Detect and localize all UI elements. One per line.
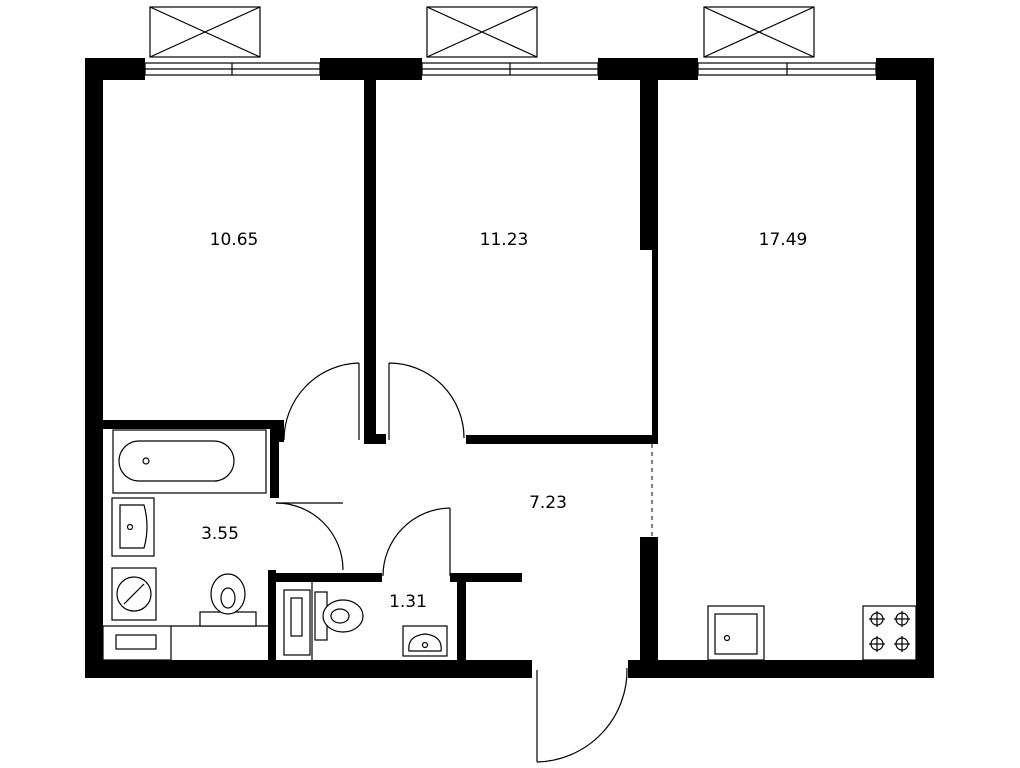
toilet-2-icon [314,591,364,641]
balcony-middle [426,6,538,58]
balcony-right [703,6,815,58]
door-entrance [536,667,628,763]
outer-walls [85,58,934,678]
washing-machine-icon [111,567,157,621]
stove-icon [862,605,917,661]
room-area-toilet: 1.31 [389,592,427,612]
door-bathroom [275,502,344,571]
bathtub-icon [112,429,267,494]
room-area-hall: 7.23 [529,493,567,513]
window-left [144,62,321,76]
window-right [697,62,877,76]
interior-walls [103,80,658,665]
window-middle [421,62,599,76]
door-left-bedroom [283,362,360,441]
sink-icon [111,497,155,557]
water-heater-icon [102,625,172,661]
room-area-bedroom-left: 10.65 [210,230,259,250]
balcony-left [149,6,261,58]
kitchen-sink-icon [707,605,765,661]
room-area-kitchen-living: 17.49 [759,230,808,250]
sink-2-icon [402,625,448,657]
toilet-icon [199,573,257,627]
door-toilet [382,507,451,577]
room-area-bedroom-middle: 11.23 [480,230,529,250]
cabinet-icon [283,589,311,656]
door-middle-bedroom [388,362,465,440]
room-area-bathroom: 3.55 [201,524,239,544]
